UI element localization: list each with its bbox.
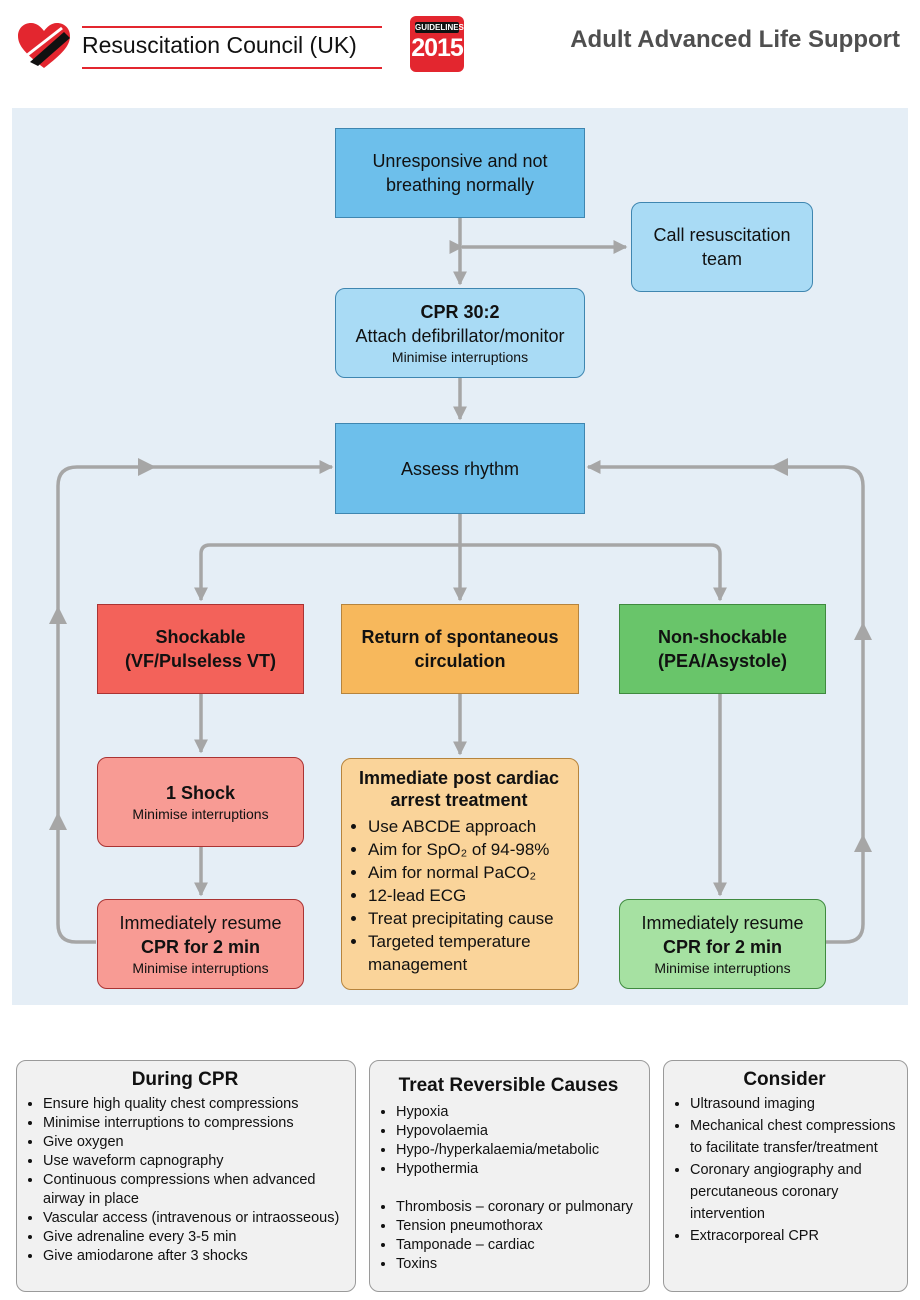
arrow-split-left <box>194 543 460 602</box>
during-cpr-title: During CPR <box>131 1069 239 1090</box>
loop-right-arrowhead-left <box>770 458 788 476</box>
resume-green-line1: Immediately resume <box>641 913 804 933</box>
consider-list: Ultrasound imaging Mechanical chest comp… <box>672 1093 897 1247</box>
assess-rhythm-box: Assess rhythm <box>335 423 585 514</box>
consider-box: Consider Ultrasound imaging Mechanical c… <box>663 1060 908 1292</box>
reversible-causes-list: Hypoxia Hypovolaemia Hypo-/hyperkalaemia… <box>378 1103 639 1274</box>
unresponsive-text: Unresponsive and not breathing normally <box>372 151 548 195</box>
one-shock-title: 1 Shock <box>165 783 236 803</box>
resume-red-note: Minimise interruptions <box>132 960 269 976</box>
list-item: Tension pneumothorax <box>396 1217 639 1236</box>
assess-rhythm-text: Assess rhythm <box>400 458 520 479</box>
org-underline-bottom <box>82 67 382 69</box>
list-item: Targeted temperature management <box>368 930 570 976</box>
list-item: Mechanical chest compressions to facilit… <box>690 1115 897 1159</box>
list-item: Treat precipitating cause <box>368 907 570 930</box>
list-item: Aim for normal PaCO₂ <box>368 861 570 884</box>
org-underline-top <box>82 26 382 28</box>
one-shock-box: 1 Shock Minimise interruptions <box>97 757 304 847</box>
unresponsive-box: Unresponsive and not breathing normally <box>335 128 585 218</box>
arrow-split-right <box>460 543 727 602</box>
cpr-note: Minimise interruptions <box>391 349 529 365</box>
list-item: Ultrasound imaging <box>690 1093 897 1115</box>
list-item: Hypothermia <box>396 1160 639 1179</box>
resume-green-note: Minimise interruptions <box>654 960 791 976</box>
post-arrest-list: Use ABCDE approach Aim for SpO₂ of 94-98… <box>348 815 570 976</box>
nonshockable-title: Non-shockable <box>657 627 788 647</box>
badge-label: GUIDELINES <box>415 22 464 33</box>
resume-green-line2: CPR for 2 min <box>662 937 782 957</box>
call-team-box: Call resuscitation team <box>631 202 813 292</box>
badge-year: 2015 <box>411 34 464 62</box>
list-item: Give amiodarone after 3 shocks <box>43 1247 345 1266</box>
cpr-box: CPR 30:2 Attach defibrillator/monitor Mi… <box>335 288 585 378</box>
org-name: Resuscitation Council (UK) <box>82 32 357 58</box>
shockable-title: Shockable <box>155 627 246 647</box>
resume-cpr-red-box: Immediately resume CPR for 2 min Minimis… <box>97 899 304 989</box>
list-item: Extracorporeal CPR <box>690 1225 897 1247</box>
list-item: Hypo-/hyperkalaemia/metabolic <box>396 1141 639 1160</box>
list-item: Minimise interruptions to compressions <box>43 1114 345 1133</box>
loop-left <box>56 460 334 944</box>
loop-left-arrowhead-up-2 <box>49 812 67 830</box>
loop-right <box>586 460 865 944</box>
list-item: Vascular access (intravenous or intraoss… <box>43 1209 345 1228</box>
during-cpr-box: During CPR Ensure high quality chest com… <box>16 1060 356 1292</box>
list-item: Give adrenaline every 3-5 min <box>43 1228 345 1247</box>
loop-left-arrowhead-right <box>138 458 156 476</box>
rosc-box: Return of spontaneous circulation <box>341 604 579 694</box>
nonshockable-box: Non-shockable (PEA/Asystole) <box>619 604 826 694</box>
reversible-causes-title: Treat Reversible Causes <box>398 1075 619 1096</box>
one-shock-note: Minimise interruptions <box>132 806 269 822</box>
shockable-sub: (VF/Pulseless VT) <box>124 651 277 671</box>
list-item: Ensure high quality chest compressions <box>43 1095 345 1114</box>
loop-left-arrowhead-up-1 <box>49 606 67 624</box>
list-item: Aim for SpO₂ of 94-98% <box>368 838 570 861</box>
rosc-title: Return of spontaneous circulation <box>361 627 559 671</box>
flow-connectors <box>49 218 872 944</box>
shockable-box: Shockable (VF/Pulseless VT) <box>97 604 304 694</box>
nonshockable-sub: (PEA/Asystole) <box>657 651 788 671</box>
list-item: Give oxygen <box>43 1133 345 1152</box>
list-item: Use ABCDE approach <box>368 815 570 838</box>
post-arrest-box: Immediate post cardiac arrest treatment … <box>341 758 579 990</box>
heart-logo-icon <box>18 23 70 68</box>
list-item: Toxins <box>396 1255 639 1274</box>
page-title: Adult Advanced Life Support <box>570 26 900 53</box>
list-item: Hypoxia <box>396 1103 639 1122</box>
consider-title: Consider <box>743 1069 826 1090</box>
resume-red-line2: CPR for 2 min <box>140 937 260 957</box>
resume-cpr-green-box: Immediately resume CPR for 2 min Minimis… <box>619 899 826 989</box>
reversible-causes-box: Treat Reversible Causes Hypoxia Hypovola… <box>369 1060 650 1292</box>
list-item: Thrombosis – coronary or pulmonary <box>396 1198 639 1217</box>
cpr-attach: Attach defibrillator/monitor <box>355 326 565 346</box>
call-team-text: Call resuscitation team <box>653 225 791 269</box>
during-cpr-list: Ensure high quality chest compressions M… <box>25 1095 345 1266</box>
cpr-title: CPR 30:2 <box>420 302 500 322</box>
guidelines-badge: GUIDELINES 2015 <box>410 16 464 72</box>
list-item: 12-lead ECG <box>368 884 570 907</box>
loop-right-arrowhead-up-1 <box>854 622 872 640</box>
list-item: Coronary angiography and percutaneous co… <box>690 1159 897 1225</box>
list-item: Tamponade – cardiac <box>396 1236 639 1255</box>
post-arrest-title: Immediate post cardiac arrest treatment <box>358 768 560 810</box>
loop-right-arrowhead-up-2 <box>854 834 872 852</box>
list-item: Use waveform capnography <box>43 1152 345 1171</box>
resume-red-line1: Immediately resume <box>119 913 282 933</box>
list-item: Hypovolaemia <box>396 1122 639 1141</box>
list-item: Continuous compressions when advanced ai… <box>43 1171 345 1209</box>
